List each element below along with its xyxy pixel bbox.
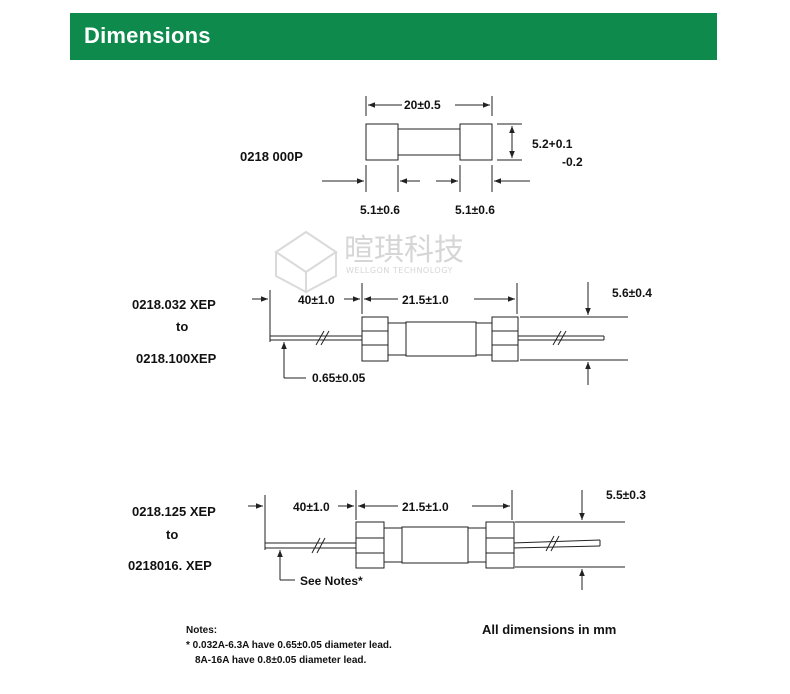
fig3-to-label: to — [166, 527, 178, 542]
figure-0218-000p: 0218 000P 20±0.5 5.2+0.1 -0.2 5.1±0.6 5.… — [240, 96, 583, 217]
fig1-right-cap-length: 5.1±0.6 — [455, 203, 495, 217]
fig2-body — [405, 321, 477, 357]
fig2-diameter: 5.6±0.4 — [612, 286, 652, 300]
watermark: 暄琪科技 WELLGON TECHNOLOGY — [274, 230, 464, 294]
notes-line-2: 8A-16A have 0.8±0.05 diameter lead. — [195, 655, 367, 666]
figure-0218-032-xep: 0218.032 XEP to 0218.100XEP 40±1.0 — [132, 282, 652, 385]
fig1-part-label: 0218 000P — [240, 149, 303, 164]
section-title: Dimensions — [84, 23, 211, 48]
watermark-logo-icon — [274, 230, 338, 294]
fig1-left-cap — [365, 123, 399, 161]
fig1-body — [397, 128, 461, 156]
fig1-diameter-lower: -0.2 — [562, 155, 583, 169]
fig1-overall-length: 20±0.5 — [404, 98, 441, 112]
fig3-see-notes: See Notes* — [300, 574, 363, 588]
fig1-left-cap-length: 5.1±0.6 — [360, 203, 400, 217]
watermark-subtext: WELLGON TECHNOLOGY — [346, 266, 453, 275]
fig1-diameter-upper: 5.2+0.1 — [532, 137, 573, 151]
fig3-lead-length: 40±1.0 — [293, 500, 330, 514]
fig2-lead-length: 40±1.0 — [298, 293, 335, 307]
fig3-part-to: 0218016. XEP — [128, 558, 212, 573]
fig2-left-cap — [361, 316, 389, 362]
fig3-right-cap — [485, 521, 515, 569]
notes-line-1: * 0.032A-6.3A have 0.65±0.05 diameter le… — [186, 640, 392, 651]
fig1-right-cap — [459, 123, 493, 161]
units-note: All dimensions in mm — [482, 622, 616, 637]
notes-title: Notes: — [186, 625, 217, 636]
fig3-body-length: 21.5±1.0 — [402, 500, 449, 514]
fig2-right-cap — [491, 316, 519, 362]
fig2-lead-diameter: 0.65±0.05 — [312, 371, 366, 385]
section-header: Dimensions — [70, 13, 717, 60]
fig2-part-to: 0218.100XEP — [136, 351, 217, 366]
fig3-body — [401, 526, 469, 564]
fig2-part-from: 0218.032 XEP — [132, 297, 216, 312]
fig3-left-cap — [355, 521, 385, 569]
fig3-diameter: 5.5±0.3 — [606, 488, 646, 502]
notes: Notes: * 0.032A-6.3A have 0.65±0.05 diam… — [186, 622, 616, 666]
figure-0218-125-xep: 0218.125 XEP to 0218016. XEP 40±1. — [128, 488, 646, 590]
fig3-part-from: 0218.125 XEP — [132, 504, 216, 519]
fig2-to-label: to — [176, 319, 188, 334]
fig2-body-length: 21.5±1.0 — [402, 293, 449, 307]
watermark-text: 暄琪科技 — [344, 233, 464, 268]
